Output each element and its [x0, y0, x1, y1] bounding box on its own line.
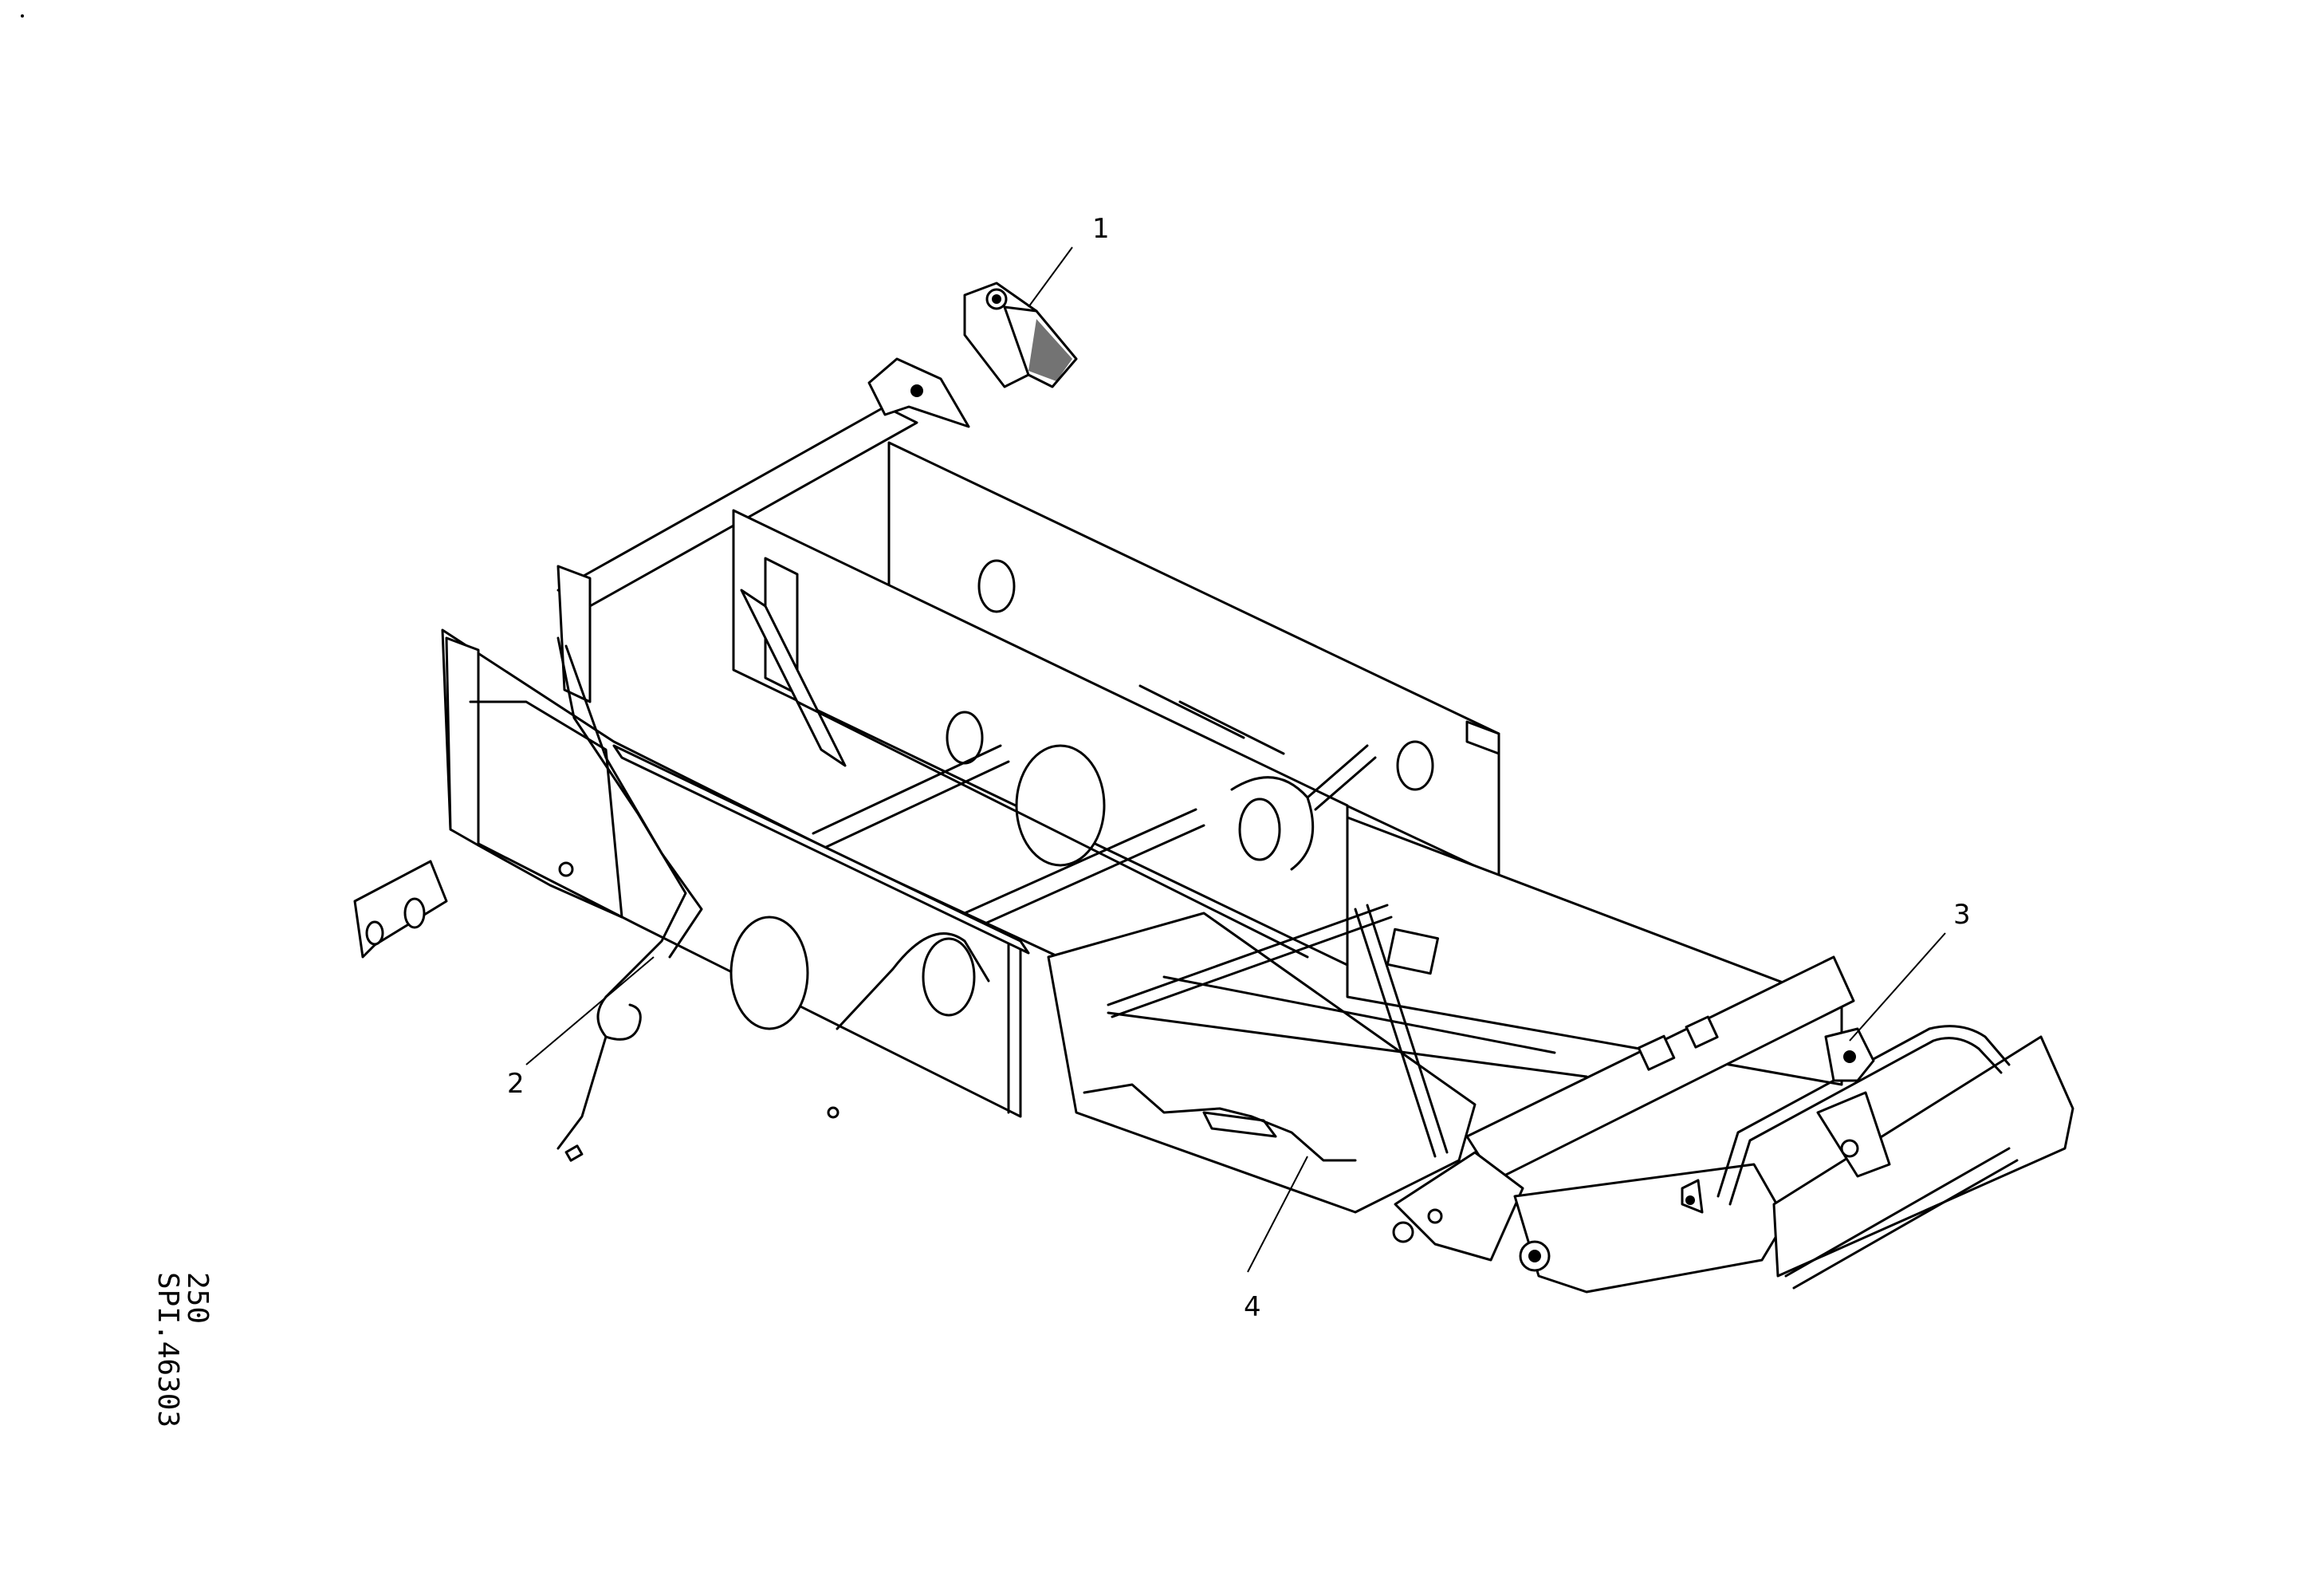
- rear-left-upright: [556, 565, 592, 703]
- lower-harness: [1083, 1083, 1357, 1162]
- rear-panel-hole: [977, 559, 1016, 613]
- frame-assembly: [353, 357, 2074, 1294]
- left-mount-bracket: [353, 860, 448, 959]
- front-edge-rail: [612, 744, 1030, 955]
- drawing-reference-code: SPI.46303: [151, 1272, 184, 1428]
- callout-4: 4: [1244, 1291, 1261, 1323]
- front-panel-side-hole: [922, 937, 976, 1017]
- bulkhead-large-hole: [1015, 744, 1106, 867]
- callout-3: 3: [1953, 899, 1971, 931]
- left-lift-arm: [1394, 1151, 1524, 1262]
- callout-2: 2: [507, 1068, 525, 1100]
- right-arm-bracket: [1772, 1035, 2074, 1278]
- drawing-page-number: 250: [181, 1272, 214, 1325]
- front-panel-large-hole: [729, 916, 809, 1030]
- callout-1: 1: [1092, 213, 1110, 245]
- part-1-switch-unit: [963, 282, 1078, 388]
- cross-rods: [812, 684, 1377, 931]
- scan-speck: [21, 14, 24, 18]
- part-3-pivot-bracket: [1824, 1027, 1875, 1082]
- rear-panel-hole-right: [1396, 740, 1434, 791]
- part-2-cable-harness: [556, 636, 703, 1162]
- right-lift-arm: [1513, 1163, 1787, 1294]
- bail-handle: [1716, 1025, 2011, 1198]
- callout-leaders: [525, 246, 1946, 1273]
